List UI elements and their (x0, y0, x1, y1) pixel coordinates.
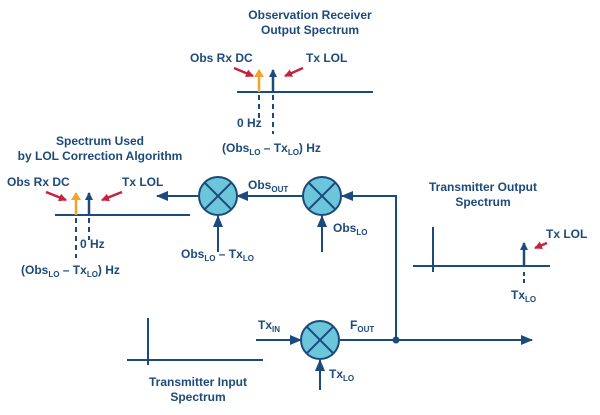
tx-output-spectrum: Transmitter Output Spectrum Tx LOL TxLO (413, 180, 587, 304)
tx-lol-pointer-arrow (534, 241, 548, 250)
obs-lo-label: ObsLO (333, 221, 367, 237)
tx-input-title-line2: Spectrum (170, 390, 225, 404)
lol-spectrum-title-line2: by LOL Correction Algorithm (18, 149, 183, 163)
tx-input-spectrum: Transmitter Input Spectrum (127, 318, 263, 404)
tx-lo-label: TxLO (329, 367, 354, 383)
lol-offset-freq-label: (ObsLO – TxLO) Hz (21, 263, 120, 279)
zero-hz-label: 0 Hz (80, 237, 105, 251)
tx-in-label: TxIN (258, 318, 280, 334)
obs-out-label: ObsOUT (248, 178, 288, 194)
mixer-left (198, 176, 238, 216)
f-out-label: FOUT (350, 318, 374, 334)
obs-output-title-line1: Observation Receiver (248, 8, 372, 22)
zero-hz-label: 0 Hz (237, 116, 262, 130)
mixer-right (302, 176, 342, 216)
lol-correction-spectrum: Spectrum Used by LOL Correction Algorith… (7, 134, 190, 279)
tx-lo-freq-label: TxLO (511, 288, 536, 304)
tx-output-title-line1: Transmitter Output (429, 180, 537, 194)
obs-rx-dc-label: Obs Rx DC (190, 51, 253, 65)
obs-output-spectrum: Observation Receiver Output Spectrum Obs… (190, 8, 373, 157)
obs-offset-freq-label: (ObsLO – TxLO) Hz (222, 141, 321, 157)
tx-output-title-line2: Spectrum (455, 195, 510, 209)
tx-input-title-line1: Transmitter Input (149, 375, 247, 389)
mixer-bottom (300, 320, 340, 360)
tx-lol-label: Tx LOL (546, 227, 587, 241)
signal-path (156, 191, 533, 390)
obs-output-title-line2: Output Spectrum (261, 23, 359, 37)
tx-lol-pointer-arrow (101, 190, 123, 202)
obs-rx-dc-label: Obs Rx DC (7, 175, 70, 189)
tx-lol-pointer-arrow (284, 66, 304, 78)
second-lo-label: ObsLO – TxLO (181, 247, 254, 263)
obs-rx-dc-pointer-arrow (45, 190, 67, 202)
lol-spectrum-title-line1: Spectrum Used (56, 134, 144, 148)
junction-node (392, 336, 400, 344)
tx-lol-label: Tx LOL (306, 51, 347, 65)
obs-rx-dc-pointer-arrow (233, 66, 254, 78)
tx-lol-label: Tx LOL (122, 175, 163, 189)
